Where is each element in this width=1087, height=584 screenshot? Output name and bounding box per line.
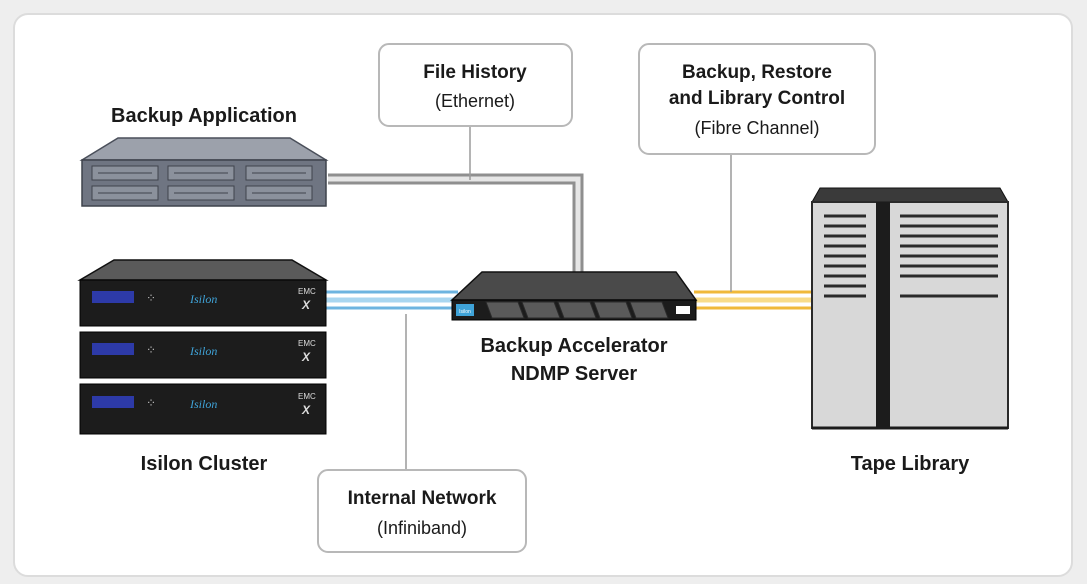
storage-node-icon: ⁘ Isilon EMC X — [79, 383, 327, 435]
x-mark: X — [301, 403, 311, 417]
rack-server-icon — [79, 137, 329, 207]
file-history-subtitle: (Ethernet) — [435, 91, 515, 111]
svg-text:⁘: ⁘ — [146, 396, 156, 410]
accelerator-label-line2: NDMP Server — [511, 363, 638, 385]
backup-restore-line2: and Library Control — [669, 88, 845, 109]
cluster-top-panel — [77, 259, 329, 281]
backup-application-label: Backup Application — [111, 105, 297, 127]
file-history-callout: File History (Ethernet) — [378, 43, 573, 127]
node-logo: Isilon — [189, 344, 217, 358]
x-mark: X — [301, 298, 311, 312]
emc-mark: EMC — [298, 339, 316, 348]
tape-library-icon — [811, 187, 1009, 430]
backup-restore-callout: Backup, Restore and Library Control (Fib… — [638, 43, 876, 155]
node-logo: Isilon — [189, 397, 217, 411]
accelerator-label-line1: Backup Accelerator — [480, 335, 667, 357]
svg-text:⁘: ⁘ — [146, 291, 156, 305]
tape-library-label: Tape Library — [851, 453, 970, 475]
emc-mark: EMC — [298, 287, 316, 296]
storage-node-icon: ⁘ Isilon EMC X — [79, 331, 327, 379]
svg-text:⁘: ⁘ — [146, 343, 156, 357]
ethernet-cable — [328, 173, 584, 275]
internal-network-callout: Internal Network (Infiniband) — [317, 469, 527, 553]
internal-network-subtitle: (Infiniband) — [377, 518, 467, 538]
1u-appliance-icon: Isilon — [450, 271, 698, 321]
file-history-title: File History — [423, 62, 527, 83]
node-logo: Isilon — [189, 292, 217, 306]
backup-restore-subtitle: (Fibre Channel) — [694, 118, 819, 138]
isilon-cluster-label: Isilon Cluster — [141, 453, 268, 475]
fibre-channel-cable — [694, 290, 812, 310]
x-mark: X — [301, 350, 311, 364]
emc-mark: EMC — [298, 392, 316, 401]
infiniband-cable — [326, 288, 458, 314]
backup-restore-line1: Backup, Restore — [682, 62, 832, 83]
accelerator-badge: Isilon — [459, 309, 471, 315]
isilon-cluster: ⁘ Isilon EMC X ⁘ Isilon EMC X ⁘ Isilon E… — [77, 259, 329, 435]
internal-network-title: Internal Network — [348, 488, 497, 509]
storage-node-icon: ⁘ Isilon EMC X — [79, 279, 327, 327]
